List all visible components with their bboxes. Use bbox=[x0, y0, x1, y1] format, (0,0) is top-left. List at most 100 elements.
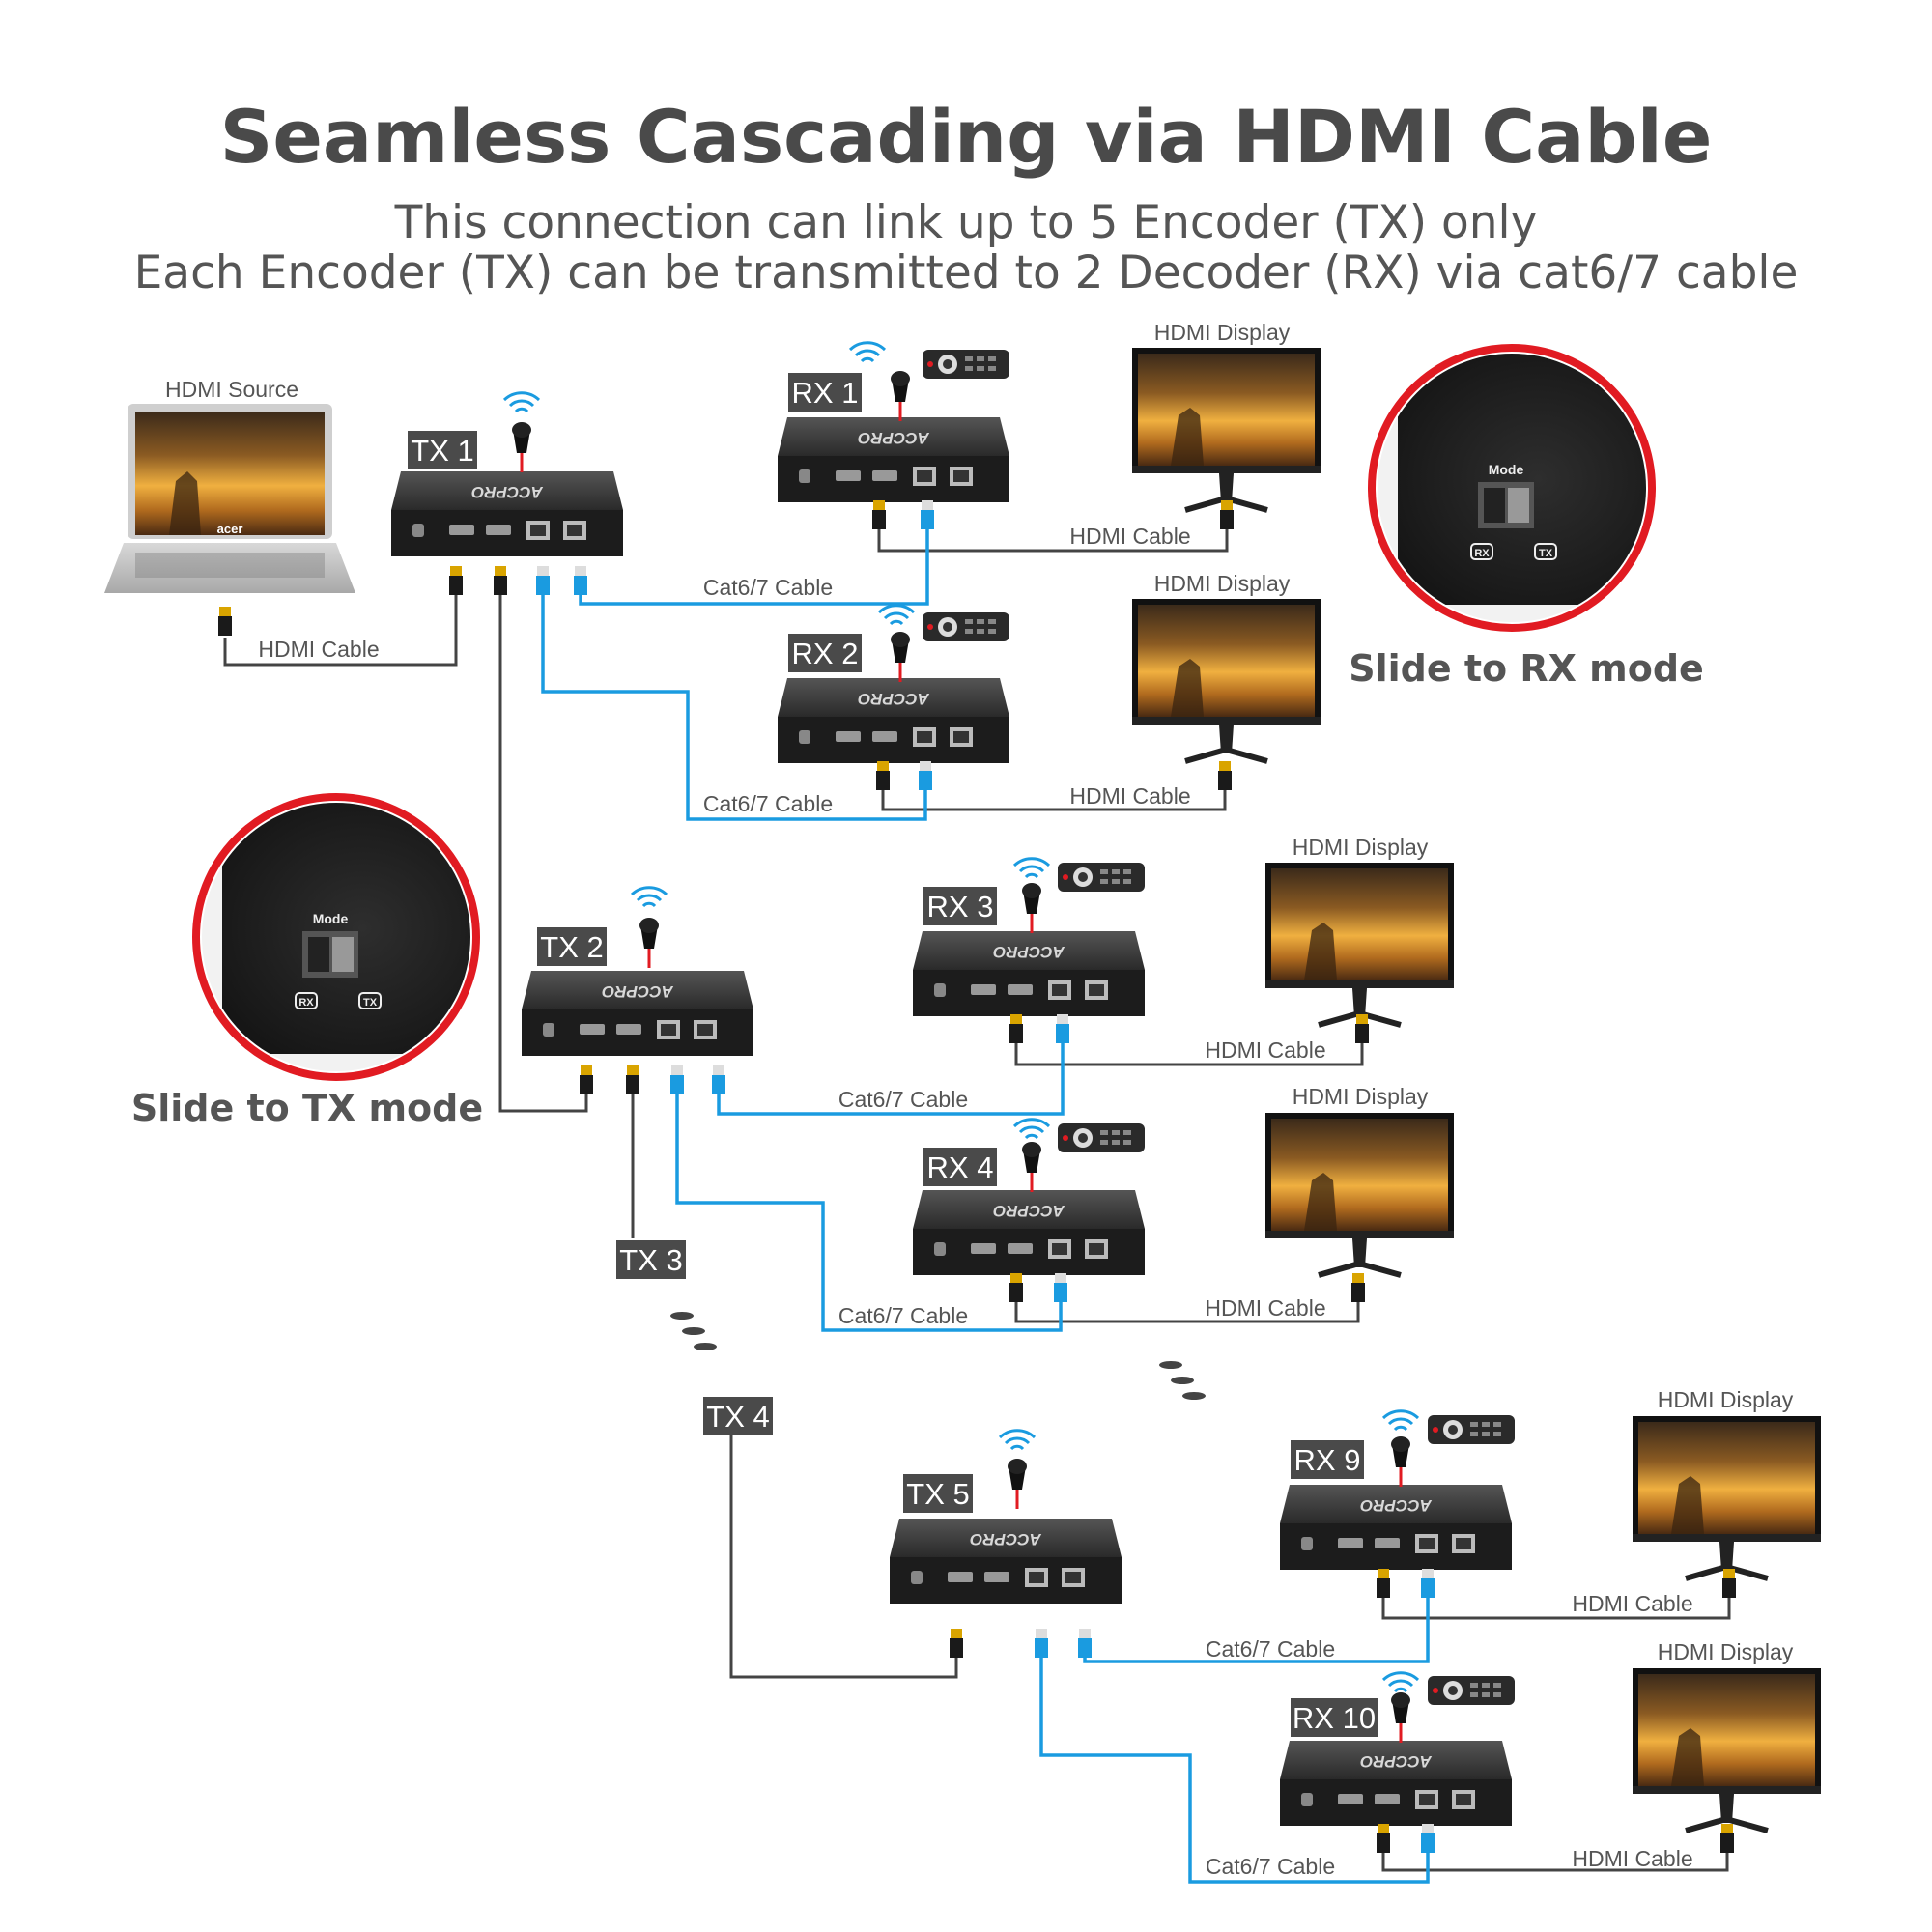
hdmi-cable-label: HDMI Cable bbox=[1572, 1846, 1692, 1871]
hdmi-plug-icon bbox=[449, 566, 463, 595]
rx4-tag: RX 4 bbox=[923, 1148, 997, 1186]
hdmi-plug-icon bbox=[1220, 500, 1234, 529]
rx4-brand: ACCPRO bbox=[993, 1202, 1065, 1220]
hdmi-cable-label: HDMI Cable bbox=[1205, 1295, 1325, 1321]
hdmi-display-4 bbox=[1265, 1113, 1454, 1275]
hdmi-plug-icon bbox=[876, 761, 890, 790]
remote-control-icon bbox=[1428, 1676, 1515, 1705]
wifi-icon bbox=[502, 391, 541, 413]
tx1-tag: TX 1 bbox=[408, 431, 477, 469]
rx2-label: RX 2 bbox=[792, 637, 859, 670]
rj45-plug-icon bbox=[1078, 1629, 1092, 1658]
hdmi-source-label: HDMI Source bbox=[165, 377, 298, 402]
tx5-unit: ACCPRO bbox=[890, 1519, 1122, 1604]
rj45-plug-icon bbox=[921, 500, 934, 529]
hdmi-cable-label: HDMI Cable bbox=[258, 637, 379, 662]
wifi-icon bbox=[1381, 1671, 1420, 1693]
hdmi-display-6 bbox=[1633, 1668, 1821, 1831]
hdmi-cable-label: HDMI Cable bbox=[1069, 524, 1190, 549]
wifi-icon bbox=[998, 1429, 1037, 1451]
ir-receiver-icon bbox=[510, 420, 533, 474]
rj45-plug-icon bbox=[1054, 1273, 1067, 1302]
hdmi-display-5 bbox=[1633, 1416, 1821, 1578]
hdmi-cables bbox=[223, 517, 1731, 1872]
rx3-label: RX 3 bbox=[927, 890, 994, 923]
wifi-icon bbox=[1012, 857, 1051, 879]
rx10-brand: ACCPRO bbox=[1360, 1752, 1433, 1771]
cat-cable-label: Cat6/7 Cable bbox=[838, 1303, 968, 1328]
hdmi-plug-icon bbox=[1009, 1014, 1023, 1043]
hdmi-plug-icon bbox=[1377, 1824, 1390, 1853]
rx4-label: RX 4 bbox=[927, 1151, 994, 1184]
mode-rx-label: RX bbox=[298, 997, 314, 1009]
rj45-plug-icon bbox=[536, 566, 550, 595]
hdmi-display-3 bbox=[1265, 863, 1454, 1025]
tx3-tag: TX 3 bbox=[616, 1240, 686, 1279]
tx5-brand: ACCPRO bbox=[970, 1530, 1042, 1548]
rx9-label: RX 9 bbox=[1294, 1443, 1361, 1477]
mode-tx-label: TX bbox=[1539, 548, 1553, 559]
tx-mode-panel: Mode RX TX bbox=[167, 768, 505, 1106]
wifi-icon bbox=[877, 604, 916, 626]
hdmi-display-label: HDMI Display bbox=[1293, 835, 1429, 860]
cat-cable-label: Cat6/7 Cable bbox=[1206, 1636, 1335, 1662]
rx10-tag: RX 10 bbox=[1291, 1698, 1378, 1737]
hdmi-cable-label: HDMI Cable bbox=[1205, 1037, 1325, 1063]
hdmi-display-label: HDMI Display bbox=[1658, 1387, 1794, 1412]
hdmi-plug-icon bbox=[494, 566, 507, 595]
wifi-icon bbox=[848, 341, 887, 363]
tx2-unit: ACCPRO bbox=[522, 971, 753, 1056]
rx9-brand: ACCPRO bbox=[1360, 1496, 1433, 1515]
tx1-brand: ACCPRO bbox=[471, 483, 544, 501]
ir-receiver-icon bbox=[889, 630, 912, 684]
cat-cable-label: Cat6/7 Cable bbox=[838, 1087, 968, 1112]
rx3-unit: ACCPRO bbox=[913, 931, 1145, 1016]
laptop-logo: acer bbox=[217, 522, 243, 536]
hdmi-plug-icon bbox=[1218, 761, 1232, 790]
rx2-tag: RX 2 bbox=[788, 634, 862, 672]
hdmi-display-2 bbox=[1132, 599, 1321, 761]
tx5-label: TX 5 bbox=[906, 1477, 969, 1511]
continuation-dots bbox=[670, 1312, 1206, 1400]
cat-cable-label: Cat6/7 Cable bbox=[703, 791, 833, 816]
tx3-label: TX 3 bbox=[619, 1243, 682, 1277]
rj45-plug-icon bbox=[1421, 1824, 1435, 1853]
remote-control-icon bbox=[923, 350, 1009, 379]
subtitle-line-2: Each Encoder (TX) can be transmitted to … bbox=[134, 246, 1799, 299]
hdmi-plug-icon bbox=[626, 1065, 639, 1094]
wifi-icon bbox=[1012, 1118, 1051, 1140]
wifi-icon bbox=[1381, 1409, 1420, 1432]
hdmi-plug-icon bbox=[950, 1629, 963, 1658]
rx1-brand: ACCPRO bbox=[858, 429, 930, 447]
hdmi-plug-icon bbox=[1722, 1569, 1736, 1598]
mode-switch-label: Mode bbox=[313, 911, 349, 926]
hdmi-display-label: HDMI Display bbox=[1293, 1084, 1429, 1109]
ir-receiver-icon bbox=[638, 916, 661, 970]
mode-tx-label: TX bbox=[363, 997, 378, 1009]
hdmi-display-label: HDMI Display bbox=[1154, 320, 1291, 345]
tx2-tag: TX 2 bbox=[537, 927, 607, 966]
hdmi-display-1 bbox=[1132, 348, 1321, 510]
ir-receiver-icon bbox=[1389, 1690, 1412, 1745]
rj45-plug-icon bbox=[1421, 1569, 1435, 1598]
hdmi-display-label: HDMI Display bbox=[1658, 1639, 1794, 1664]
page-title: Seamless Cascading via HDMI Cable bbox=[220, 94, 1713, 180]
cat-cable-label: Cat6/7 Cable bbox=[703, 575, 833, 600]
hdmi-plug-icon bbox=[218, 607, 232, 636]
rj45-plug-icon bbox=[712, 1065, 725, 1094]
tx5-tag: TX 5 bbox=[903, 1474, 973, 1513]
rx3-tag: RX 3 bbox=[923, 887, 997, 925]
hdmi-plug-icon bbox=[580, 1065, 593, 1094]
remote-control-icon bbox=[923, 612, 1009, 641]
mode-rx-label: RX bbox=[1474, 548, 1490, 559]
hdmi-cable-label: HDMI Cable bbox=[1572, 1591, 1692, 1616]
hdmi-plug-icon bbox=[872, 500, 886, 529]
tx2-label: TX 2 bbox=[540, 930, 603, 964]
tx1-label: TX 1 bbox=[411, 434, 473, 468]
hdmi-display-label: HDMI Display bbox=[1154, 571, 1291, 596]
laptop: acer bbox=[104, 404, 355, 593]
hdmi-plug-icon bbox=[1351, 1273, 1365, 1302]
rx9-unit: ACCPRO bbox=[1280, 1485, 1512, 1570]
rx-mode-caption: Slide to RX mode bbox=[1349, 647, 1704, 690]
